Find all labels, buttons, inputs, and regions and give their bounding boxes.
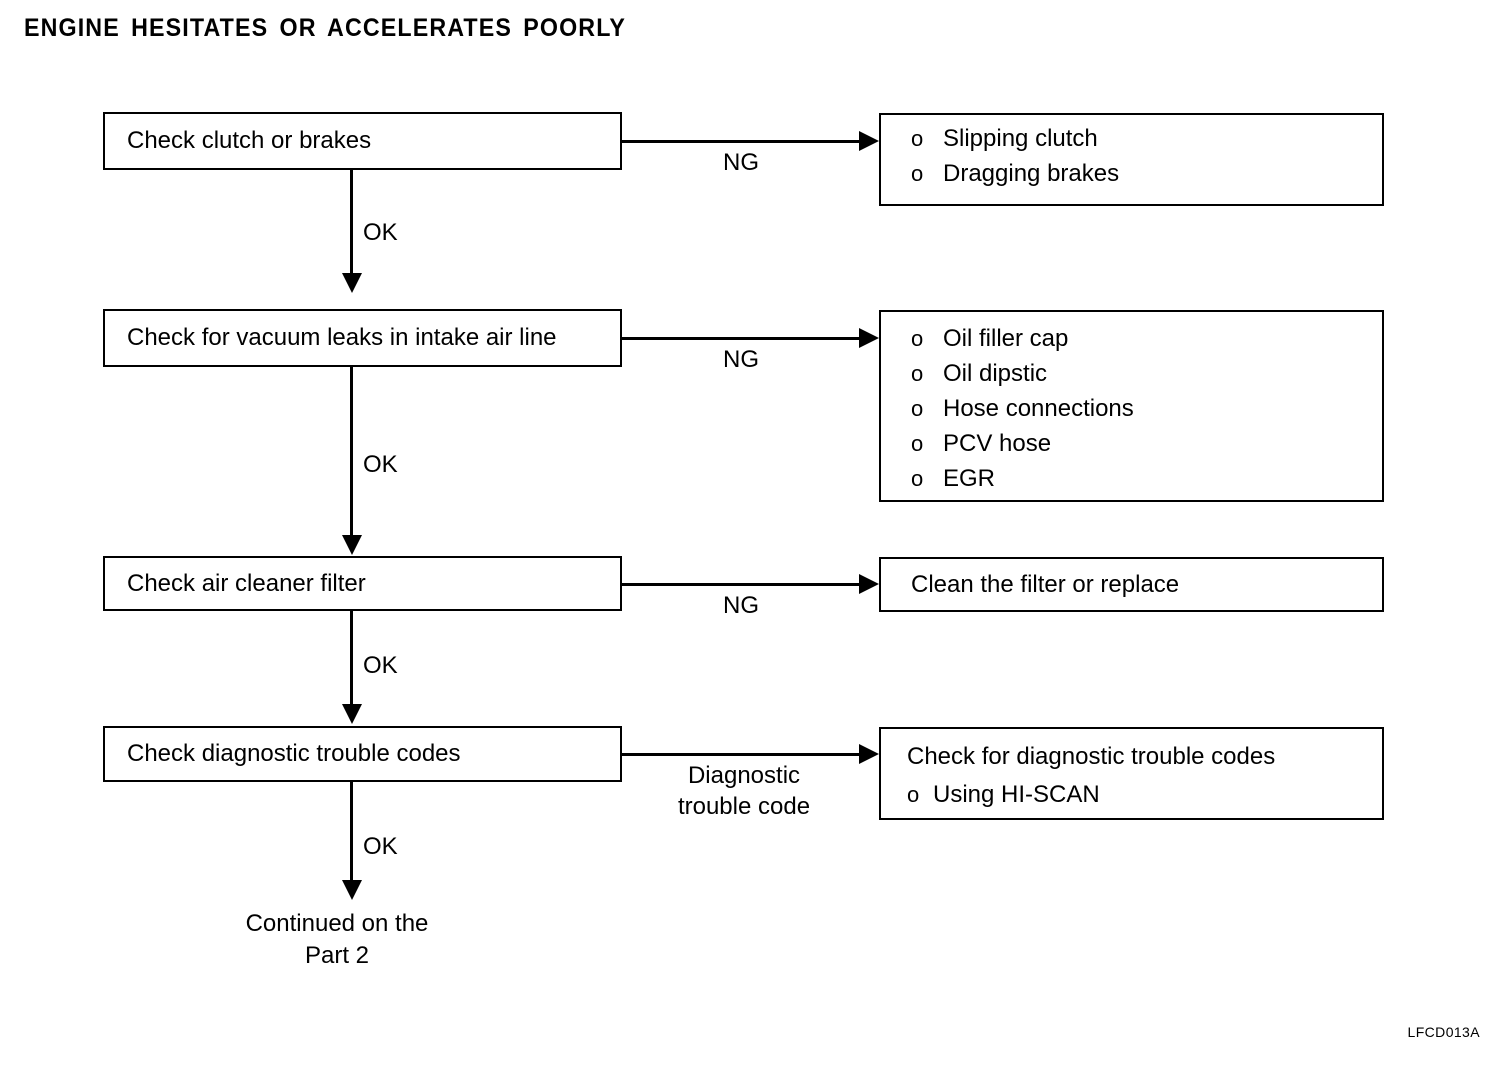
- connector-step3-to-step4: [350, 611, 353, 706]
- bullet-o-icon: o: [911, 326, 924, 351]
- edge-label-line-1: Diagnostic: [687, 762, 801, 789]
- list-item: o Dragging brakes: [911, 160, 1119, 195]
- connector-step4-to-terminal: [350, 782, 353, 882]
- connector-step1-to-step2: [350, 170, 353, 275]
- bullet-o-icon: o: [911, 361, 924, 386]
- edge-label-ng-3: NG: [723, 592, 759, 619]
- edge-label-ok-4: OK: [363, 833, 398, 860]
- list-item-label: Hose connections: [943, 395, 1134, 422]
- result-box-vacuum-leak-sources[interactable]: o Oil filler cap o Oil dipstic o Hose co…: [879, 310, 1384, 502]
- step-box-check-for-vacuum-leaks[interactable]: Check for vacuum leaks in intake air lin…: [103, 309, 622, 367]
- connector-step1-to-result1: [622, 140, 859, 143]
- list-item: o Hose connections: [911, 395, 1134, 430]
- terminal-continued-on-part-2: Continued on the Part 2: [246, 908, 429, 971]
- connector-step2-to-step3: [350, 367, 353, 537]
- bullet-o-icon: o: [907, 782, 920, 807]
- result-bullet-list: o Oil filler cap o Oil dipstic o Hose co…: [911, 325, 1134, 500]
- connector-step2-to-result2: [622, 337, 859, 340]
- terminal-line-2: Part 2: [304, 941, 370, 969]
- step-box-check-clutch-or-brakes[interactable]: Check clutch or brakes: [103, 112, 622, 170]
- step-box-label: Check clutch or brakes: [127, 126, 372, 154]
- edge-label-diagnostic-trouble-code: Diagnostic trouble code: [678, 761, 810, 822]
- list-item: o Oil filler cap: [911, 325, 1134, 360]
- arrowhead-result2: [859, 328, 879, 348]
- result-box-check-for-diagnostic-trouble-codes[interactable]: Check for diagnostic trouble codes o Usi…: [879, 727, 1384, 820]
- bullet-o-icon: o: [911, 466, 924, 491]
- list-item: o EGR: [911, 465, 1134, 500]
- connector-step4-to-result4: [622, 753, 859, 756]
- list-item-label: Oil filler cap: [943, 325, 1069, 352]
- list-item: o Slipping clutch: [911, 125, 1119, 160]
- list-item-label: EGR: [943, 465, 996, 492]
- figure-reference-code: LFCD013A: [1407, 1024, 1480, 1040]
- list-item-label: Slipping clutch: [943, 125, 1098, 152]
- list-item: o PCV hose: [911, 430, 1134, 465]
- edge-label-ok-1: OK: [363, 219, 398, 246]
- connector-step3-to-result3: [622, 583, 859, 586]
- arrowhead-terminal: [342, 880, 362, 900]
- list-item: o Using HI-SCAN: [907, 781, 1275, 809]
- arrowhead-step4: [342, 704, 362, 724]
- step-box-label: Check for vacuum leaks in intake air lin…: [127, 323, 557, 351]
- bullet-o-icon: o: [911, 126, 924, 151]
- result-box-slipping-clutch-dragging-brakes[interactable]: o Slipping clutch o Dragging brakes: [879, 113, 1384, 206]
- result-box-label: Clean the filter or replace: [911, 570, 1180, 598]
- bullet-o-icon: o: [911, 161, 924, 186]
- result-box-heading: Check for diagnostic trouble codes: [907, 743, 1276, 770]
- result-combo-content: Check for diagnostic trouble codes o Usi…: [907, 743, 1275, 809]
- list-item-label: Oil dipstic: [943, 360, 1048, 387]
- list-item: o Oil dipstic: [911, 360, 1134, 395]
- arrowhead-result1: [859, 131, 879, 151]
- step-box-label: Check air cleaner filter: [127, 569, 366, 597]
- arrowhead-step2: [342, 273, 362, 293]
- step-box-check-diagnostic-trouble-codes[interactable]: Check diagnostic trouble codes: [103, 726, 622, 782]
- edge-label-ng-2: NG: [723, 346, 759, 373]
- page-title: ENGINE HESITATES OR ACCELERATES POORLY: [24, 14, 627, 42]
- step-box-check-air-cleaner-filter[interactable]: Check air cleaner filter: [103, 556, 622, 611]
- list-item-label: Using HI-SCAN: [933, 781, 1100, 808]
- bullet-o-icon: o: [911, 431, 924, 456]
- result-box-clean-the-filter-or-replace[interactable]: Clean the filter or replace: [879, 557, 1384, 612]
- edge-label-ok-2: OK: [363, 451, 398, 478]
- edge-label-line-2: trouble code: [677, 792, 811, 820]
- edge-label-ng-1: NG: [723, 149, 759, 176]
- terminal-line-1: Continued on the: [245, 910, 429, 937]
- bullet-o-icon: o: [911, 396, 924, 421]
- arrowhead-result3: [859, 574, 879, 594]
- arrowhead-step3: [342, 535, 362, 555]
- result-bullet-list: o Slipping clutch o Dragging brakes: [911, 125, 1119, 195]
- list-item-label: PCV hose: [943, 430, 1052, 457]
- list-item-label: Dragging brakes: [943, 160, 1120, 187]
- step-box-label: Check diagnostic trouble codes: [127, 739, 461, 767]
- arrowhead-result4: [859, 744, 879, 764]
- edge-label-ok-3: OK: [363, 652, 398, 679]
